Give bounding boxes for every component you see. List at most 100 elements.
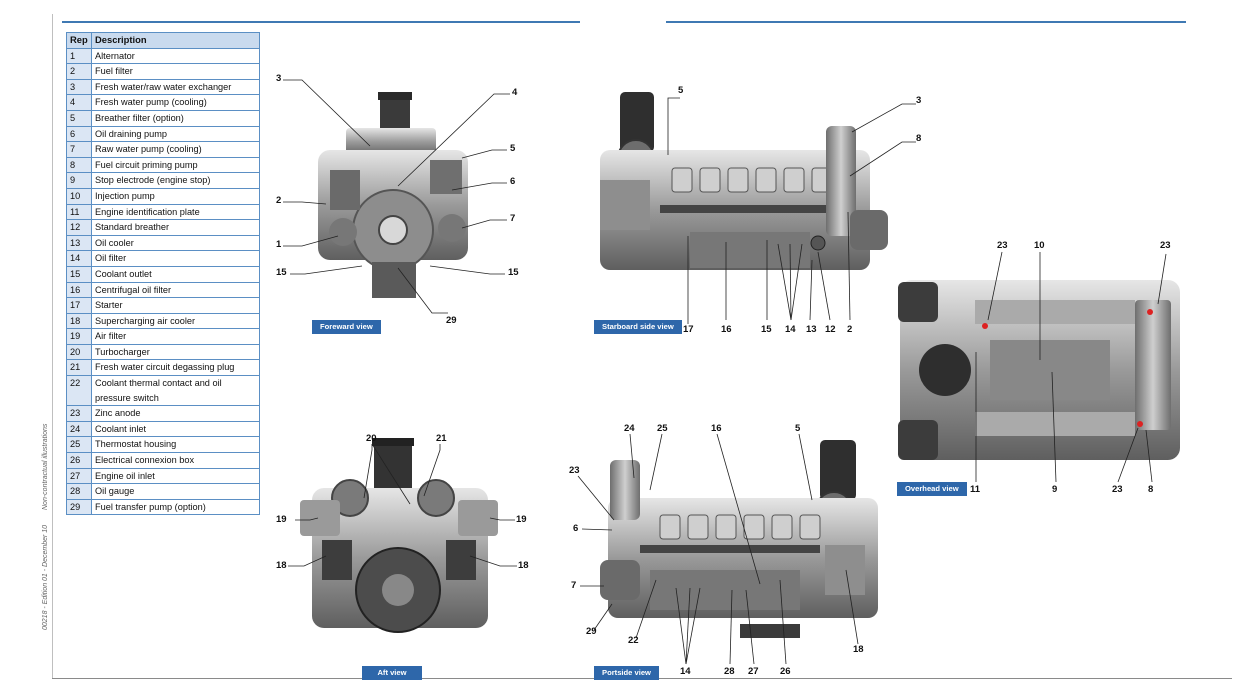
callout-number: 28 bbox=[724, 666, 735, 677]
description-cell: Fresh water pump (cooling) bbox=[91, 94, 260, 111]
callout-number: 22 bbox=[628, 635, 639, 646]
foreward-engine-illustration bbox=[318, 92, 468, 298]
callout-number: 23 bbox=[569, 465, 580, 476]
callout-number: 29 bbox=[446, 315, 457, 326]
callout-number: 10 bbox=[1034, 240, 1045, 251]
callout-number: 7 bbox=[510, 213, 516, 224]
callout-number: 19 bbox=[276, 514, 287, 525]
callout-number: 18 bbox=[276, 560, 287, 571]
rep-cell: 7 bbox=[66, 141, 92, 158]
callout-number: 6 bbox=[573, 523, 579, 534]
starboard-engine-illustration bbox=[600, 92, 888, 270]
description-cell: Oil cooler bbox=[91, 234, 260, 252]
rep-cell: 28 bbox=[66, 483, 92, 500]
callout-number: 14 bbox=[680, 666, 691, 677]
callout-leaders bbox=[283, 79, 1167, 665]
description-cell: Stop electrode (engine stop) bbox=[91, 172, 260, 189]
description-cell: Centrifugal oil filter bbox=[91, 281, 260, 299]
rep-cell: 22 bbox=[66, 375, 92, 407]
rep-cell: 19 bbox=[66, 328, 92, 345]
table-header-row: Rep Description bbox=[66, 32, 260, 49]
description-cell: Coolant outlet bbox=[91, 265, 260, 283]
aft-view-label: Aft view bbox=[362, 666, 422, 680]
rep-cell: 24 bbox=[66, 420, 92, 438]
rep-cell: 23 bbox=[66, 405, 92, 422]
callout-number: 18 bbox=[518, 560, 529, 571]
top-rule-right bbox=[666, 21, 1186, 23]
callout-number: 3 bbox=[916, 95, 922, 106]
callout-number: 8 bbox=[1148, 484, 1154, 495]
callout-number: 8 bbox=[916, 133, 922, 144]
description-cell: Turbocharger bbox=[91, 343, 260, 361]
callout-number: 11 bbox=[970, 484, 981, 495]
description-cell: Breather filter (option) bbox=[91, 109, 260, 127]
description-cell: Fuel transfer pump (option) bbox=[91, 498, 260, 516]
callout-number: 23 bbox=[1160, 240, 1171, 251]
callout-number: 16 bbox=[721, 324, 732, 335]
callout-number: 2 bbox=[276, 195, 282, 206]
rep-cell: 4 bbox=[66, 94, 92, 111]
rep-header: Rep bbox=[66, 32, 92, 49]
portside-view-label: Portside view bbox=[594, 666, 659, 680]
callout-number: 18 bbox=[853, 644, 864, 655]
callout-number: 29 bbox=[586, 626, 597, 637]
callout-number: 12 bbox=[825, 324, 836, 335]
aft-engine-illustration bbox=[300, 438, 498, 633]
callout-number: 24 bbox=[624, 423, 635, 434]
rep-cell: 27 bbox=[66, 467, 92, 485]
callout-number: 19 bbox=[516, 514, 527, 525]
rep-cell: 18 bbox=[66, 312, 92, 330]
description-cell: Raw water pump (cooling) bbox=[91, 141, 260, 158]
callout-number: 5 bbox=[678, 85, 684, 96]
callout-number: 15 bbox=[276, 267, 287, 278]
callout-number: 27 bbox=[748, 666, 759, 677]
portside-engine-illustration bbox=[600, 440, 878, 638]
foreward-view-label: Foreward view bbox=[312, 320, 381, 334]
description-cell: Coolant thermal contact and oil pressure… bbox=[91, 375, 260, 407]
starboard-view-label: Starboard side view bbox=[594, 320, 682, 334]
description-cell: Standard breather bbox=[91, 219, 260, 236]
description-cell: Zinc anode bbox=[91, 405, 260, 422]
callout-number: 4 bbox=[512, 87, 518, 98]
callout-number: 5 bbox=[510, 143, 516, 154]
callout-number: 21 bbox=[436, 433, 447, 444]
description-cell: Fresh water circuit degassing plug bbox=[91, 359, 260, 377]
description-cell: Electrical connexion box bbox=[91, 452, 260, 469]
rep-cell: 20 bbox=[66, 343, 92, 361]
callout-number: 5 bbox=[795, 423, 801, 434]
description-cell: Starter bbox=[91, 297, 260, 314]
rep-cell: 29 bbox=[66, 498, 92, 516]
rep-cell: 16 bbox=[66, 281, 92, 299]
description-cell: Oil filter bbox=[91, 250, 260, 267]
page-frame-left bbox=[52, 14, 53, 678]
callout-number: 6 bbox=[510, 176, 516, 187]
rep-cell: 11 bbox=[66, 203, 92, 221]
callout-number: 15 bbox=[761, 324, 772, 335]
rep-cell: 2 bbox=[66, 63, 92, 80]
callout-number: 26 bbox=[780, 666, 791, 677]
rep-cell: 25 bbox=[66, 436, 92, 454]
callout-number: 13 bbox=[806, 324, 817, 335]
rep-cell: 17 bbox=[66, 297, 92, 314]
callout-number: 16 bbox=[711, 423, 722, 434]
callout-number: 17 bbox=[683, 324, 694, 335]
callout-number: 23 bbox=[1112, 484, 1123, 495]
